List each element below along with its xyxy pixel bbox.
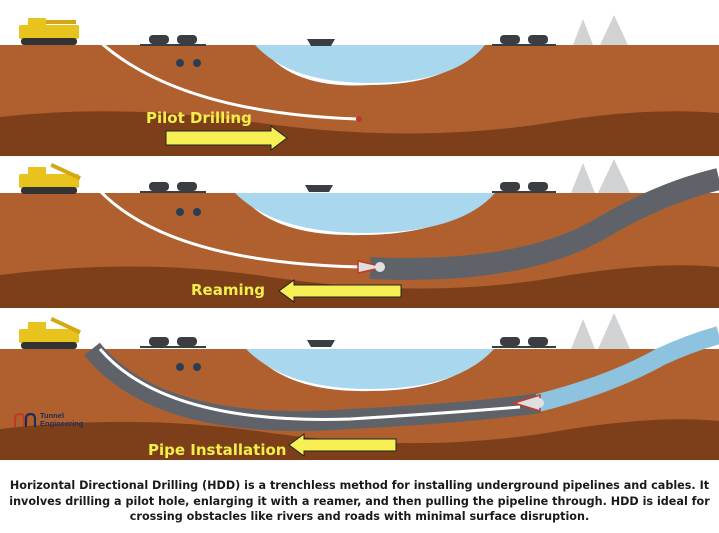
boat-icon — [305, 185, 333, 192]
river-water — [246, 349, 494, 389]
tunnel-logo-icon — [14, 413, 36, 427]
direction-arrow-left — [278, 279, 402, 303]
pipe-pullback-line — [98, 348, 521, 421]
pilot-drilling-panel: Pilot Drilling — [0, 5, 719, 156]
boat-icon — [307, 340, 335, 347]
new-pipeline — [535, 326, 719, 412]
drill-rig-icon — [19, 316, 82, 349]
deep-soil-layer — [0, 265, 719, 308]
stage-label: Pipe Installation — [148, 441, 286, 459]
drill-rig-icon — [19, 18, 79, 45]
pilot-hole-path — [99, 40, 359, 121]
drill-head — [356, 116, 362, 122]
reamer-head-icon — [511, 393, 544, 413]
reamer-head-icon — [357, 260, 385, 274]
caption-block: Horizontal Directional Drilling (HDD) is… — [0, 470, 719, 533]
river-water — [255, 45, 485, 83]
reamed-bore — [369, 168, 719, 280]
car-icon — [140, 337, 556, 348]
brand-line1: Tunnel — [40, 411, 65, 420]
stage-label: Reaming — [191, 281, 265, 299]
tree-icon — [571, 313, 630, 349]
tree-icon — [571, 159, 630, 193]
caption-text: Horizontal Directional Drilling (HDD) is… — [9, 479, 710, 524]
car-icon — [140, 182, 556, 193]
pipe-installation-panel: Pipe Installation — [0, 309, 719, 460]
reaming-panel: Reaming — [0, 157, 719, 308]
stage-label: Pilot Drilling — [146, 109, 252, 127]
utility-pipes-icon — [176, 208, 201, 216]
car-icon — [140, 35, 556, 46]
brand-logo: Tunnel Engineering — [14, 412, 83, 428]
utility-pipes-icon — [176, 363, 201, 371]
direction-arrow-right — [165, 125, 288, 151]
deep-soil-layer — [0, 419, 719, 460]
river-water — [235, 193, 495, 233]
brand-name: Tunnel Engineering — [40, 412, 83, 428]
brand-line2: Engineering — [40, 419, 84, 428]
direction-arrow-left — [288, 433, 397, 457]
utility-pipes-icon — [176, 59, 201, 67]
pilot-hole-path — [98, 189, 363, 269]
boat-icon — [307, 39, 335, 46]
tree-icon — [573, 15, 628, 45]
drill-rig-icon — [19, 163, 82, 194]
